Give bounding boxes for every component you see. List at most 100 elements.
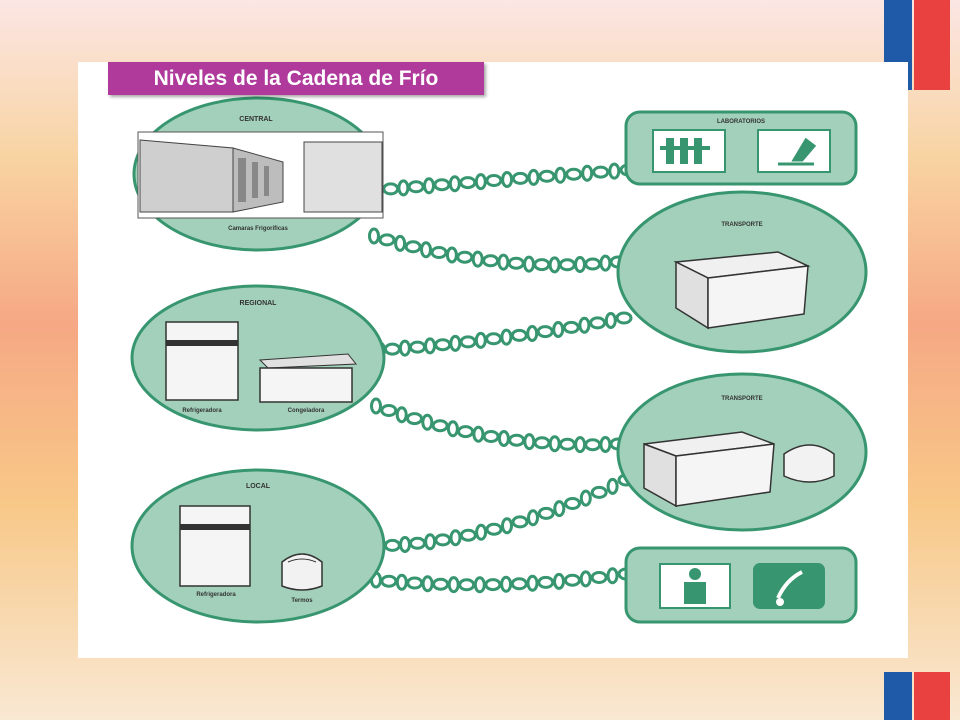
chain-link	[579, 570, 592, 588]
chain-link	[563, 573, 581, 587]
chain-link	[431, 419, 449, 433]
refrigerator-icon	[165, 321, 239, 401]
chain-link	[459, 176, 477, 190]
chain-link	[430, 246, 448, 259]
transporte-2-label: TRANSPORTE	[721, 396, 762, 402]
chain-link	[459, 528, 477, 542]
chain-link	[474, 331, 487, 349]
chain-link	[574, 256, 586, 273]
chain-link	[581, 164, 594, 182]
regional-level: REGIONAL Refrigeradora Congeladora	[130, 284, 386, 432]
chain-link	[449, 529, 462, 547]
chain-link	[456, 250, 474, 264]
chain-link	[511, 171, 529, 185]
cold-box-icon	[673, 251, 811, 330]
freezer-icon	[258, 353, 358, 403]
chain-link	[409, 340, 426, 354]
transporte-2-level: TRANSPORTE	[616, 372, 868, 532]
chain-link	[507, 256, 525, 270]
cold-chain-diagram: CENTRAL Camaras Frigorificas REGIONAL Re…	[130, 96, 868, 624]
chain-link	[457, 425, 475, 439]
chain-link	[485, 174, 503, 187]
chain-links	[368, 162, 637, 594]
transporte-1-level: TRANSPORTE	[616, 190, 868, 354]
chain-link	[604, 312, 617, 329]
chain-link	[537, 506, 555, 520]
chain-link	[606, 567, 619, 585]
chain-link	[368, 227, 380, 245]
chain-link	[395, 573, 408, 591]
chain-link	[527, 168, 540, 186]
chain-link	[484, 578, 502, 592]
chain-link	[574, 436, 587, 454]
chain-link	[380, 404, 398, 417]
chain-link	[584, 257, 602, 271]
chain-link	[526, 574, 539, 592]
laboratorios-box: LABORATORIOS	[624, 110, 858, 186]
chain-link	[497, 253, 510, 271]
chain-link	[558, 437, 576, 451]
chain-link	[608, 162, 621, 180]
thermos-icon	[783, 444, 835, 483]
chain-link	[432, 577, 450, 591]
chain-link	[500, 328, 513, 346]
chain-link	[474, 173, 487, 191]
chain-link	[501, 171, 514, 188]
chain-link	[378, 233, 396, 247]
chain-link	[533, 436, 551, 450]
chain-link	[370, 397, 382, 415]
chain-link	[562, 320, 580, 334]
chain-link	[558, 258, 576, 272]
chain-link	[406, 576, 424, 590]
chain-link	[421, 413, 434, 431]
test-tubes-icon	[652, 129, 726, 173]
chain-link	[424, 337, 436, 355]
chain-link	[399, 536, 411, 553]
chain-link	[473, 576, 486, 594]
chain-link	[482, 430, 500, 443]
transporte-1-label: TRANSPORTE	[721, 222, 762, 228]
chain-link	[404, 240, 422, 254]
chain-link	[447, 576, 460, 594]
chain-link	[395, 406, 408, 424]
chain-link	[380, 574, 398, 588]
chain-link	[383, 538, 401, 552]
chain-link	[599, 436, 612, 453]
chain-link	[382, 182, 400, 196]
refrigerator-icon	[179, 505, 251, 587]
local-thermos-caption: Termos	[291, 598, 313, 604]
chain-link	[424, 533, 437, 551]
chain-link	[511, 515, 529, 529]
chain-link	[449, 334, 462, 352]
chain-link	[398, 339, 411, 357]
cold-box-icon	[643, 431, 775, 508]
chain-link	[553, 500, 566, 518]
laboratorios-label: LABORATORIOS	[717, 119, 765, 125]
chain-link	[592, 165, 610, 179]
chain-link	[485, 522, 503, 536]
chain-link	[383, 342, 401, 356]
central-label: CENTRAL	[239, 116, 273, 123]
chain-link	[434, 338, 452, 352]
chain-link	[501, 517, 513, 535]
chain-link	[579, 489, 592, 507]
local-refrigerator-caption: Refrigeradora	[196, 592, 236, 598]
chain-link	[472, 425, 485, 443]
chain-link	[548, 435, 561, 453]
chain-link	[421, 575, 434, 593]
chain-link	[536, 325, 554, 339]
diagram-title: Niveles de la Cadena de Frío	[108, 62, 484, 95]
chain-link	[553, 572, 565, 590]
chain-link	[497, 430, 510, 447]
chain-link	[578, 316, 591, 334]
chain-link	[615, 311, 633, 325]
chain-link	[565, 167, 583, 181]
thermos-icon	[281, 553, 323, 591]
chain-link	[537, 575, 555, 589]
chain-link	[548, 256, 561, 274]
chain-link	[448, 175, 461, 193]
chain-link	[523, 433, 536, 451]
flag-decoration-bottom	[884, 672, 950, 720]
vaccine-drop-icon	[753, 563, 825, 609]
chain-link	[471, 250, 484, 268]
